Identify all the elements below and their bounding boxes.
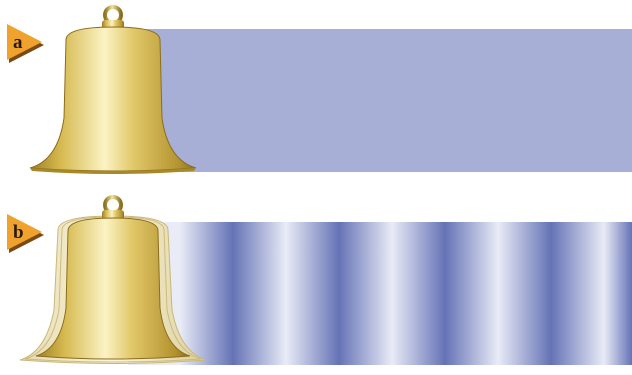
- bell-vibrating: [19, 195, 207, 364]
- uniform-medium: [128, 29, 632, 172]
- panel-a-figure: a: [7, 5, 632, 174]
- label-a: a: [13, 32, 23, 53]
- wave-medium: [128, 222, 632, 365]
- label-tag-b: b: [7, 214, 44, 253]
- label-b: b: [13, 222, 24, 243]
- panel-a: a: [0, 0, 632, 175]
- bell-at-rest: [29, 5, 197, 174]
- panel-b-figure: b: [7, 195, 632, 365]
- label-tag-a: a: [7, 24, 44, 63]
- panel-b: b: [0, 190, 632, 365]
